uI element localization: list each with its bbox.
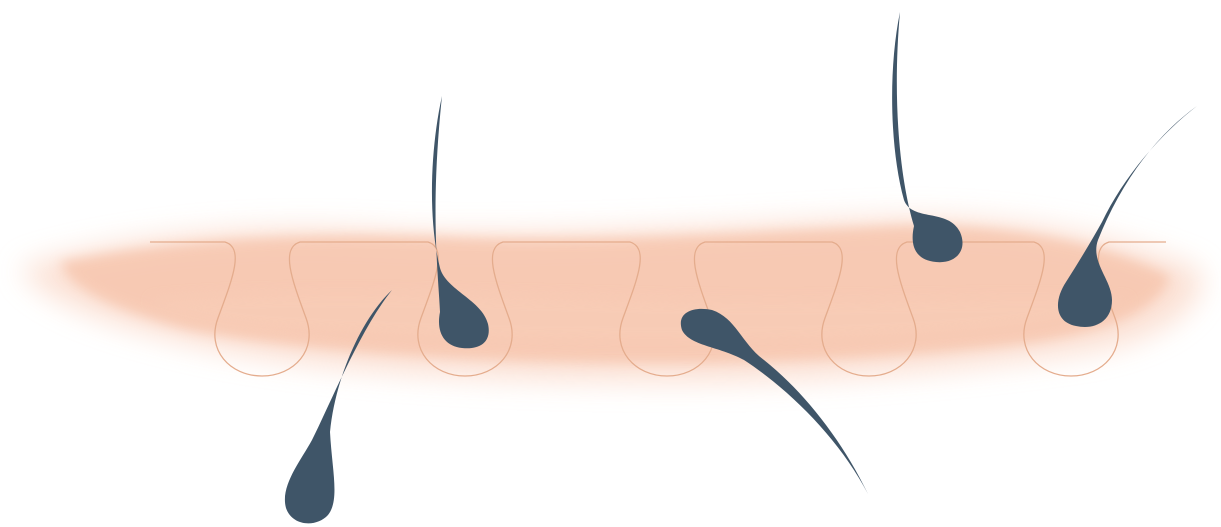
hair-follicle-diagram [0, 0, 1221, 527]
